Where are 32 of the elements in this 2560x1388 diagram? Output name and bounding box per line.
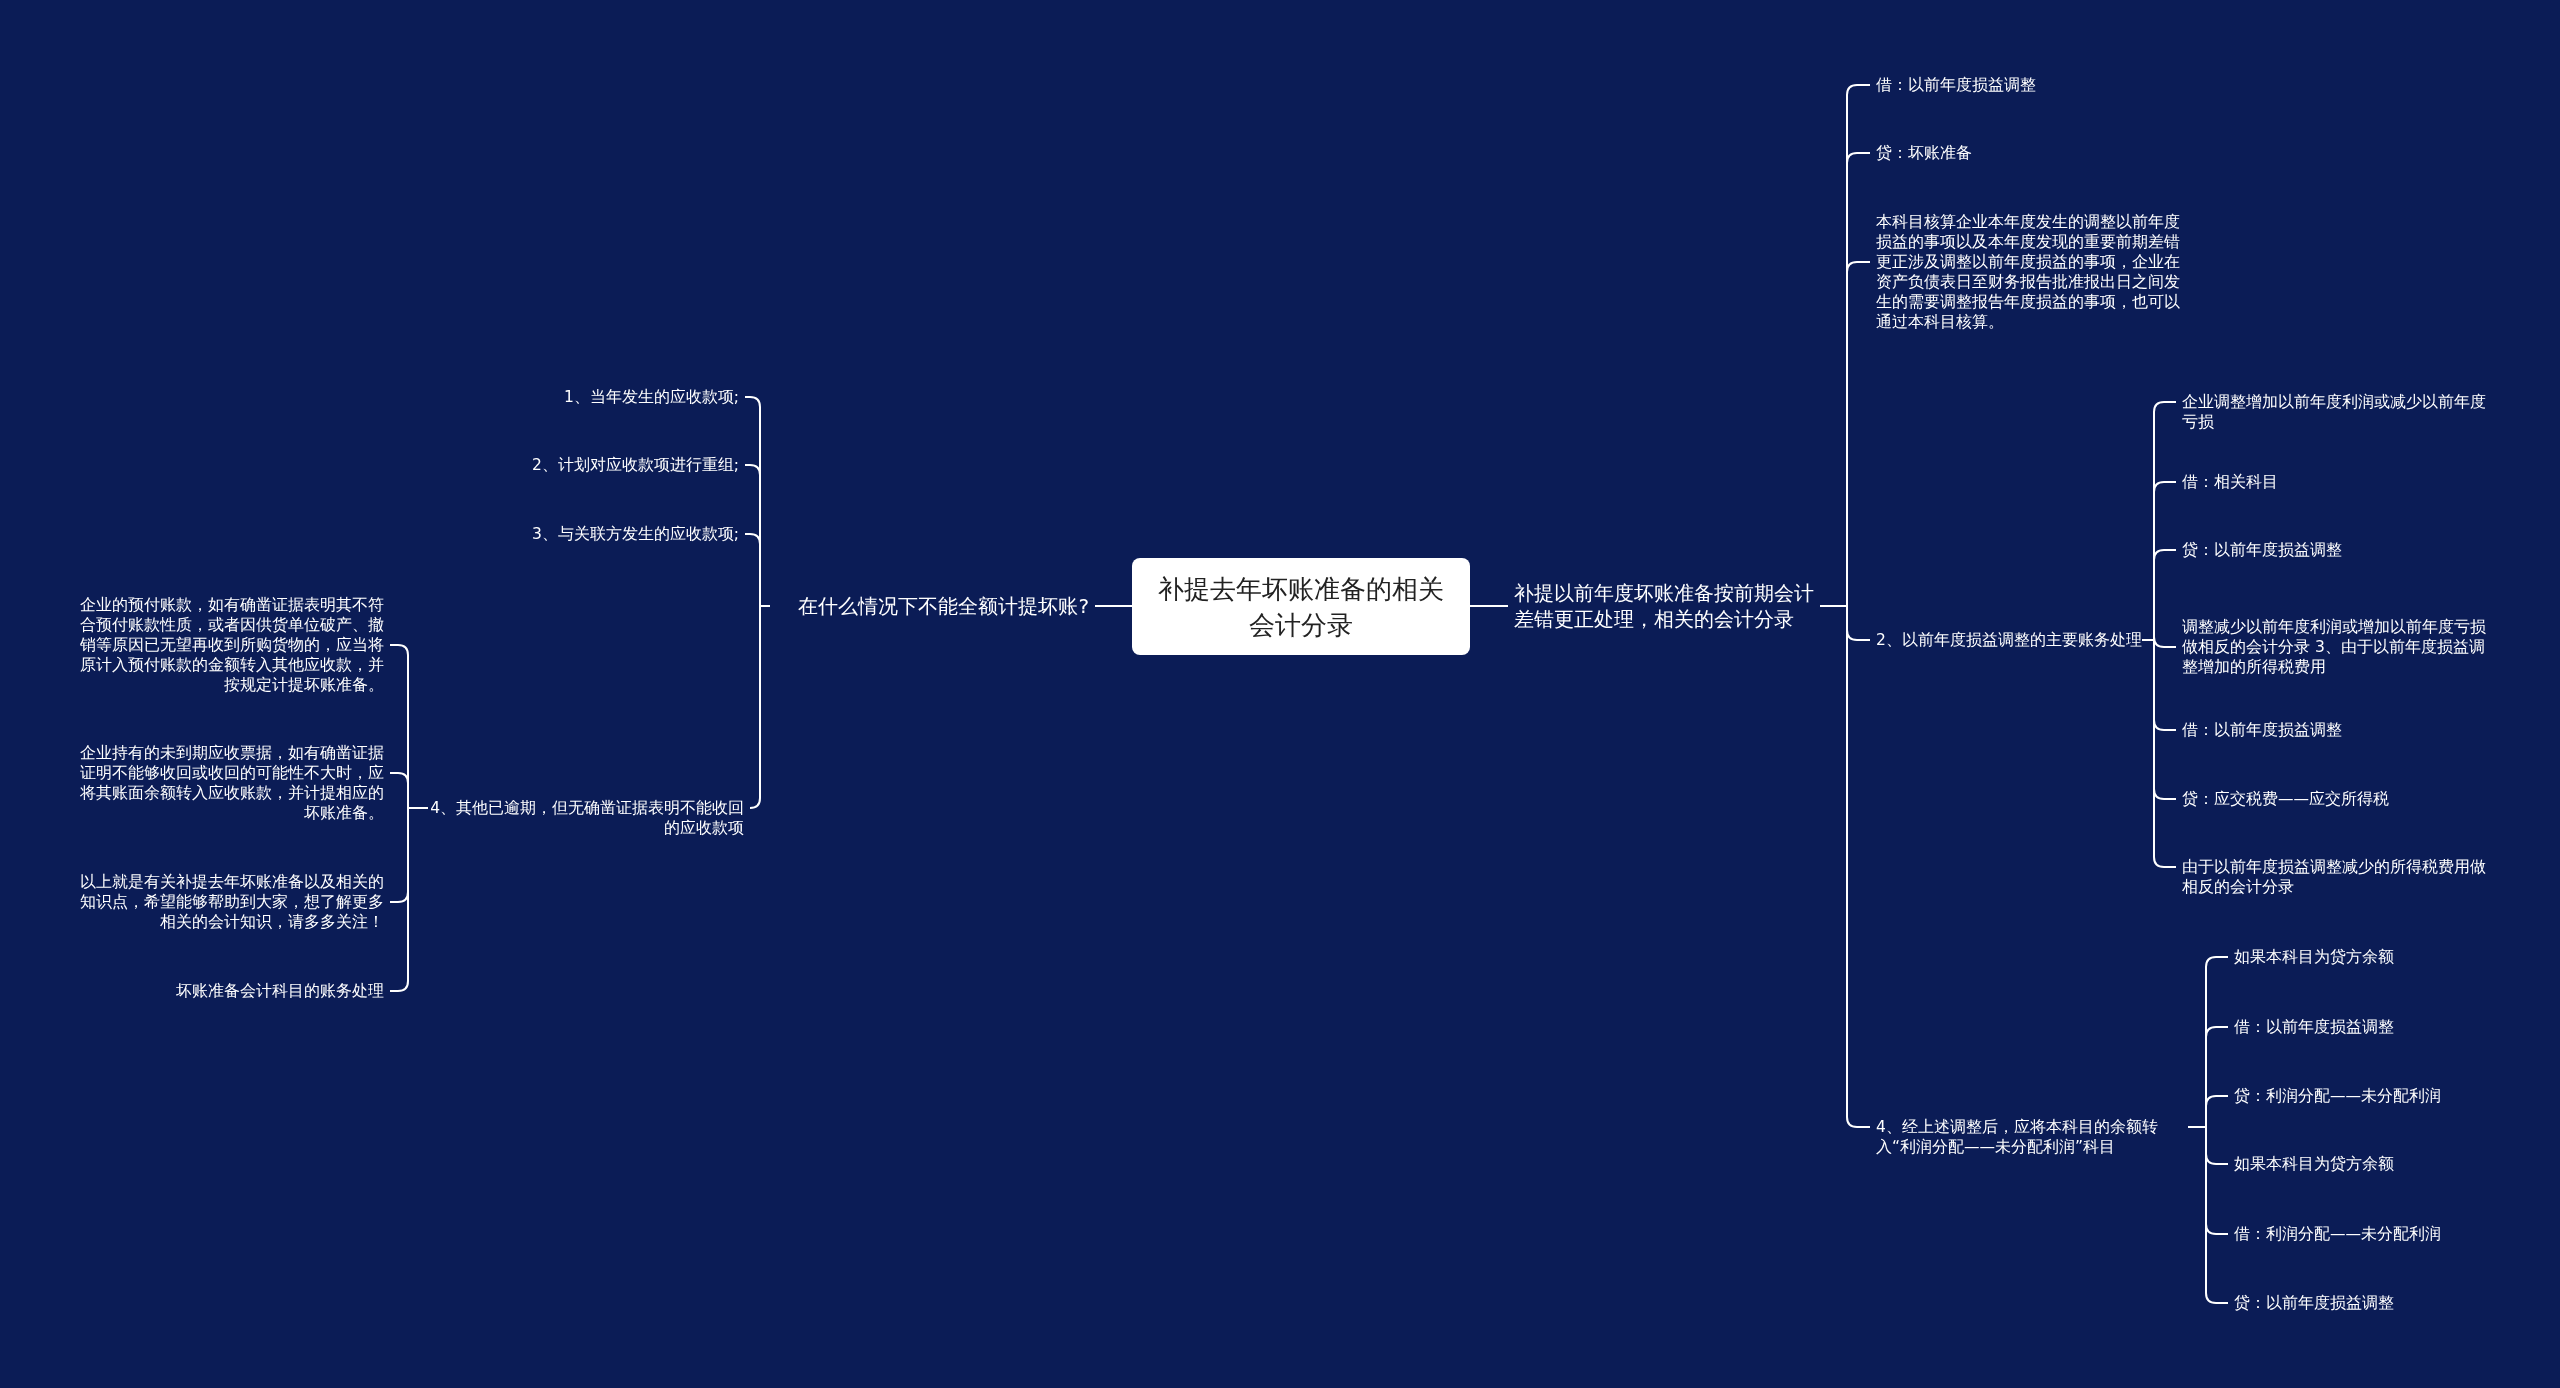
topic-text: 贷：以前年度损益调整 [2176, 540, 2498, 560]
topic-text: 企业的预付账款，如有确凿证据表明其不符合预付账款性质，或者因供货单位破产、撤销等原因已无望再收到所购货物的，应当将原计入预付账款的金额转入其他应收款，并按规定计提坏账准备。 [68, 595, 390, 695]
connector-line [1469, 605, 1509, 607]
connector-line [749, 605, 771, 809]
topic-text: 如果本科目为贷方余额 [2228, 1154, 2518, 1174]
topic-text: 贷：应交税费——应交所得税 [2176, 789, 2498, 809]
topic-text: 调整减少以前年度利润或增加以前年度亏损做相反的会计分录 3、由于以前年度损益调整增加的所得税费用 [2176, 617, 2498, 677]
topic-text: 借：以前年度损益调整 [2228, 1017, 2518, 1037]
topic-text: 坏账准备会计科目的账务处理 [68, 981, 390, 1001]
topic-text: 3、与关联方发生的应收款项; [465, 524, 745, 544]
topic-text: 在什么情况下不能全额计提坏账? [770, 593, 1095, 619]
topic-text: 补提以前年度坏账准备按前期会计差错更正处理，相关的会计分录 [1508, 580, 1820, 632]
topic-text: 借：以前年度损益调整 [1870, 75, 2170, 95]
root-topic-box: 补提去年坏账准备的相关会计分录 [1132, 558, 1470, 655]
topic-text: 贷：坏账准备 [1870, 143, 2170, 163]
topic-text: 1、当年发生的应收款项; [465, 387, 745, 407]
topic-text: 2、以前年度损益调整的主要账务处理 [1870, 630, 2142, 650]
topic-text: 企业调整增加以前年度利润或减少以前年度亏损 [2176, 392, 2498, 432]
topic-text: 贷：利润分配——未分配利润 [2228, 1086, 2518, 1106]
topic-text: 由于以前年度损益调整减少的所得税费用做相反的会计分录 [2176, 857, 2498, 897]
topic-text: 借：利润分配——未分配利润 [2228, 1224, 2518, 1244]
topic-text: 以上就是有关补提去年坏账准备以及相关的知识点，希望能够帮助到大家，想了解更多相关的会计知识，请多多关注！ [68, 872, 390, 932]
topic-text: 如果本科目为贷方余额 [2228, 947, 2518, 967]
topic-text: 借：相关科目 [2176, 472, 2498, 492]
connector-line [1094, 605, 1133, 607]
topic-text: 4、经上述调整后，应将本科目的余额转入“利润分配——未分配利润”科目 [1870, 1117, 2188, 1157]
topic-text: 4、其他已逾期，但无确凿证据表明不能收回的应收款项 [428, 798, 750, 838]
topic-text: 贷：以前年度损益调整 [2228, 1293, 2518, 1313]
topic-text: 本科目核算企业本年度发生的调整以前年度损益的事项以及本年度发现的重要前期差错更正涉及调整以前年度损益的事项，企业在资产负债表日至财务报告批准报出日之间发生的需要调整报告年度损益的事项，也可以通过本科目核算。 [1870, 212, 2192, 332]
topic-text: 2、计划对应收款项进行重组; [465, 455, 745, 475]
topic-text: 借：以前年度损益调整 [2176, 720, 2498, 740]
topic-text: 企业持有的未到期应收票据，如有确凿证据证明不能够收回或收回的可能性不大时，应将其账面余额转入应收账款，并计提相应的坏账准备。 [68, 743, 390, 823]
